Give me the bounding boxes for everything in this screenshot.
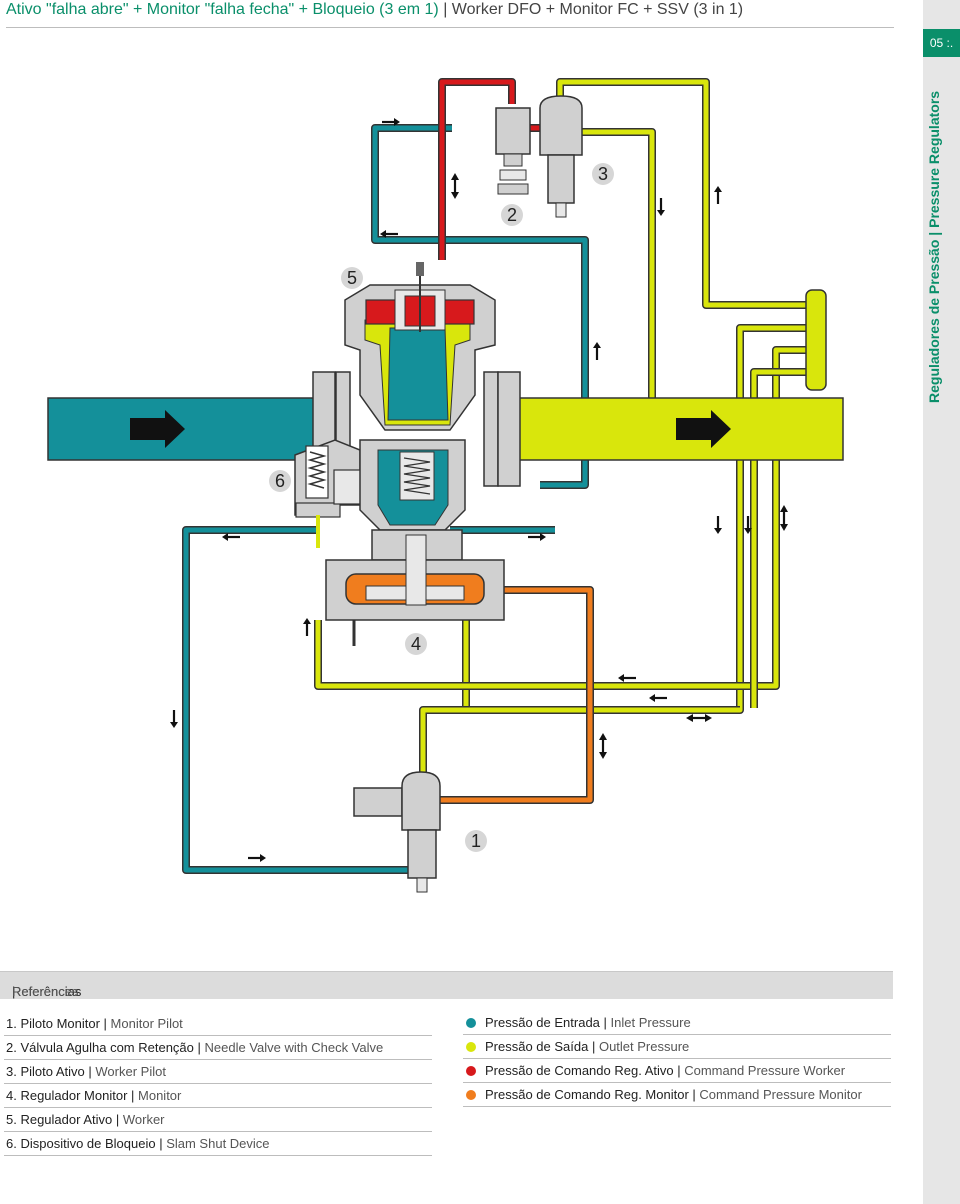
command-worker-color-dot	[466, 1066, 476, 1076]
worker-regulator	[344, 262, 496, 431]
monitor-command-tube	[440, 586, 594, 804]
outlet-pressure-tubes	[314, 78, 806, 776]
callout-1: 1	[465, 830, 487, 852]
command-monitor-color-dot	[466, 1090, 476, 1100]
reference-item: 4. Regulador Monitor | Monitor	[4, 1084, 432, 1108]
svg-text:1: 1	[471, 831, 481, 851]
references-heading: Referências | References	[0, 971, 893, 999]
reference-item: 3. Piloto Ativo | Worker Pilot	[4, 1060, 432, 1084]
references-list: 1. Piloto Monitor | Monitor Pilot 2. Vál…	[4, 1012, 432, 1156]
reference-item: 1. Piloto Monitor | Monitor Pilot	[4, 1012, 432, 1036]
references-heading-english: References	[12, 984, 79, 999]
title-separator: |	[443, 1, 448, 18]
svg-text:5: 5	[347, 268, 357, 288]
svg-text:4: 4	[411, 634, 421, 654]
legend-item-command-monitor: Pressão de Comando Reg. Monitor | Comman…	[463, 1083, 891, 1107]
callout-3: 3	[592, 163, 614, 185]
callout-6: 6	[269, 470, 291, 492]
callout-4: 4	[405, 633, 427, 655]
flow-arrow-inlet	[130, 410, 185, 448]
title-english: Worker DFO + Monitor FC + SSV (3 in 1)	[451, 1, 744, 18]
main-pipeline	[47, 289, 844, 487]
title-portuguese: Ativo "falha abre" + Monitor "falha fech…	[6, 1, 439, 18]
inlet-color-dot	[466, 1018, 476, 1028]
reference-item: 6. Dispositivo de Bloqueio | Slam Shut D…	[4, 1132, 432, 1156]
outlet-color-dot	[466, 1042, 476, 1052]
references-heading-portuguese: Referências	[12, 984, 82, 999]
references-heading-separator: |	[12, 984, 16, 999]
legend-item-inlet: Pressão de Entrada | Inlet Pressure	[463, 1011, 891, 1035]
reference-item: 5. Regulador Ativo | Worker	[4, 1108, 432, 1132]
page-tag: 05 :.	[923, 29, 960, 57]
callout-5: 5	[341, 267, 363, 289]
monitor-regulator	[325, 439, 505, 646]
legend-item-outlet: Pressão de Saída | Outlet Pressure	[463, 1035, 891, 1059]
legend-item-command-worker: Pressão de Comando Reg. Ativo | Command …	[463, 1059, 891, 1083]
svg-text:2: 2	[507, 205, 517, 225]
sense-manifold	[805, 289, 827, 391]
title-bar: Ativo "falha abre" + Monitor "falha fech…	[6, 0, 894, 28]
page-title: Ativo "falha abre" + Monitor "falha fech…	[6, 1, 743, 19]
needle-valve	[495, 107, 531, 195]
monitor-pilot	[353, 771, 441, 893]
svg-text:6: 6	[275, 471, 285, 491]
inlet-pressure-tubes	[182, 124, 589, 874]
reference-item: 2. Válvula Agulha com Retenção | Needle …	[4, 1036, 432, 1060]
direction-arrows	[168, 116, 790, 864]
flow-arrow-outlet	[676, 410, 731, 448]
svg-text:3: 3	[598, 164, 608, 184]
callout-2: 2	[501, 204, 523, 226]
worker-pilot	[539, 95, 583, 218]
pressure-legend: Pressão de Entrada | Inlet Pressure Pres…	[463, 1011, 891, 1107]
side-strip	[923, 0, 960, 1204]
regulator-diagram: 5 2 3 6 4 1	[47, 78, 844, 893]
